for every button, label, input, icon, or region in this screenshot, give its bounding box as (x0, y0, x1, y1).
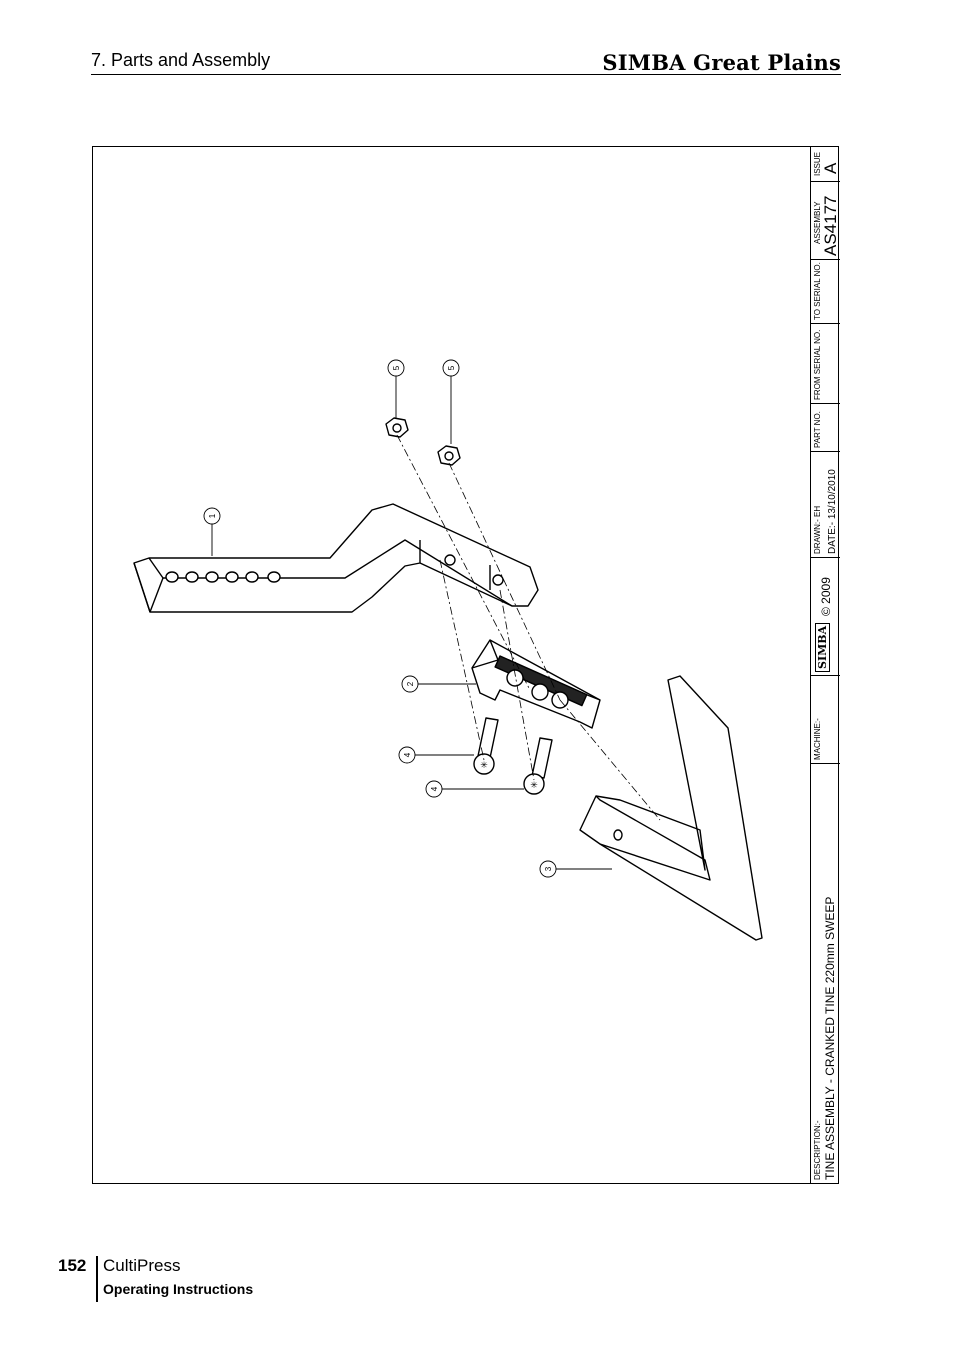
sweep-blade (579, 675, 763, 941)
assembly-value: AS4177 (821, 195, 840, 257)
bolt-1: ✳ (473, 717, 499, 775)
description: TINE ASSEMBLY - CRANKED TINE 220mm SWEEP (823, 896, 837, 1180)
description-cell: DESCRIPTION:- TINE ASSEMBLY - CRANKED TI… (811, 764, 840, 1184)
brand-logo: SIMBA Great Plains (602, 50, 841, 75)
cranked-tine (133, 503, 539, 613)
drawing-frame (92, 146, 839, 1184)
bolt-2: ✳ (523, 737, 553, 795)
callout-3 (539, 860, 557, 878)
callout-label: 5 (392, 365, 401, 370)
footer-divider (96, 1256, 98, 1302)
simba-logo: SIMBA (815, 622, 830, 672)
header-rule (91, 74, 841, 75)
callout-label: 4 (430, 786, 439, 791)
drawn-date-cell: DRAWN:- EH DATE:- 13/10/2010 (811, 452, 840, 558)
section-title: 7. Parts and Assembly (91, 50, 271, 70)
callout-2 (401, 675, 419, 693)
from-serial-cell: FROM SERIAL NO. (811, 324, 840, 404)
from-serial-label: FROM SERIAL NO. (813, 329, 822, 400)
callout-label: 1 (208, 513, 217, 518)
callout-label: 3 (544, 866, 553, 871)
nut-2 (437, 445, 461, 466)
product-name: CultiPress (103, 1256, 181, 1275)
callout-label: 2 (406, 681, 415, 686)
clamp-block (471, 639, 601, 729)
exploded-drawing: ✳ ✳ (133, 359, 763, 941)
callout-5b (442, 359, 460, 377)
machine-cell: MACHINE:- (811, 676, 840, 764)
issue-value: A (821, 162, 840, 174)
to-serial-cell: TO SERIAL NO. (811, 260, 840, 324)
part-no-cell: PART NO. (811, 404, 840, 452)
assembly-lines (396, 434, 661, 821)
date: DATE:- 13/10/2010 (827, 469, 838, 554)
callout-label: 4 (403, 752, 412, 757)
description-label: DESCRIPTION:- (813, 1120, 822, 1180)
copyright-cell: SIMBA © 2009 (811, 558, 840, 676)
part-no-label: PART NO. (813, 411, 822, 448)
to-serial-label: TO SERIAL NO. (813, 262, 822, 320)
callout-1 (203, 507, 221, 525)
callout-5a (387, 359, 405, 377)
machine-label: MACHINE:- (813, 718, 822, 760)
page-number: 152 (58, 1256, 87, 1275)
nut-1 (385, 417, 409, 438)
drawn-by: DRAWN:- EH (813, 505, 822, 554)
assembly-cell: ASSEMBLY AS4177 (811, 182, 840, 260)
copyright: © 2009 (819, 577, 833, 616)
callout-4a (398, 746, 416, 764)
document-type: Operating Instructions (103, 1281, 254, 1297)
callout-label: 5 (447, 365, 456, 370)
svg-text:✳: ✳ (530, 780, 538, 790)
issue-cell: ISSUE A (811, 146, 840, 182)
leader-lines (211, 376, 612, 870)
title-block: ISSUE A ASSEMBLY AS4177 TO SERIAL NO. FR… (810, 146, 840, 1184)
callout-4b (425, 780, 443, 798)
tine-holes (165, 554, 504, 586)
svg-text:✳: ✳ (480, 760, 488, 770)
